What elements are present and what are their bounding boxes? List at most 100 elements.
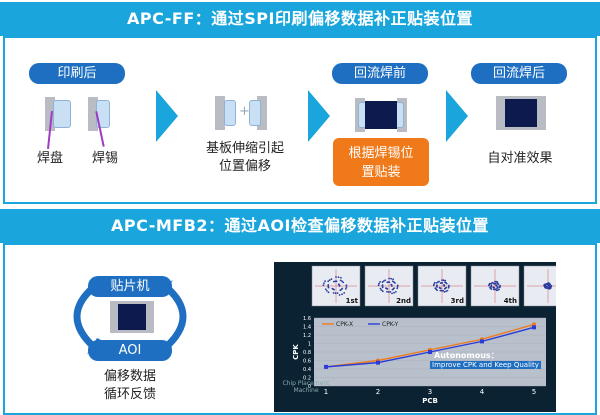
y-tick-label: 1 [308,342,311,348]
scatter-point [327,291,330,294]
scatter-point [393,287,395,289]
scatter-point [488,284,490,287]
y-tick-label: 1.6 [303,316,311,322]
autonomous-label: Autonomous： [434,351,499,360]
scatter-point [336,292,339,294]
flow-arrow-3 [446,90,468,142]
y-tick-label: 0.6 [303,359,311,365]
pill-before-reflow: 回流焊前 [332,63,428,84]
scatter-point [381,286,384,289]
scatter-point [345,286,348,288]
scatter-point [381,281,384,283]
scatter-point [446,289,449,292]
scatter-point [342,281,345,284]
scatter-point [498,288,500,291]
bottom-section-title: APC-MFB2：通过AOI检查偏移数据补正贴装位置 [0,209,600,243]
scatter-point [490,285,493,288]
scatter-point [442,284,445,286]
scatter-point [494,288,497,291]
scatter-point [396,287,399,290]
scatter-point [377,284,380,287]
series-point [376,360,380,365]
chip-before-reflow [355,98,407,132]
scatter-point [499,284,501,287]
scatter-point [393,291,395,294]
scatter-point [387,291,390,293]
scatter-panel-label: 3rd [451,297,464,305]
scatter-point [388,277,390,280]
y-tick-label: 0.4 [303,367,311,373]
scatter-point [443,291,446,293]
scatter-point [490,288,493,290]
scatter-point [432,284,435,287]
autonomous-sublabel: Improve CPK and Keep Quality [430,361,541,369]
loop-caption: 偏移数据 循环反馈 [103,369,156,402]
cpk-chart: 1st2nd3rd4th5th00.20.40.60.811.21.41.612… [292,265,556,405]
scatter-point [394,290,397,293]
scatter-point [384,279,387,282]
label-solder: 焊锡 [91,151,118,166]
series-point [428,350,432,354]
scatter-point [544,287,547,289]
scatter-point [391,292,393,295]
scatter-point [386,288,389,290]
legend-label: CPK-X [336,321,353,328]
x-axis-label: PCB [422,397,438,405]
scatter-point [436,286,438,288]
scatter-point [378,282,380,285]
scatter-point [496,282,499,285]
scatter-point [327,280,330,283]
scatter-point [333,288,335,291]
scatter-point [345,287,347,290]
scatter-point [332,292,335,294]
pill-after-printing: 印刷后 [29,63,125,84]
flow-arrow-2 [308,90,330,142]
scatter-point [444,281,446,284]
scatter-point [493,283,495,285]
scatter-point [340,276,342,279]
scatter-point [435,282,438,284]
cpk-chart-panel: 1st2nd3rd4th5th00.20.40.60.811.21.41.612… [274,262,556,412]
scatter-point [390,277,392,280]
scatter-point [322,284,325,286]
scatter-point [396,286,399,288]
scatter-point [341,280,343,283]
scatter-point [327,284,330,286]
scatter-panel-label: 1st [346,297,359,305]
y-tick-label: 0.8 [303,350,311,356]
place-by-solder-box: 根据焊锡位 置贴装 [333,138,429,186]
scatter-point [546,286,549,288]
y-tick-label: 1.2 [303,333,311,339]
chip-after-reflow [496,96,546,130]
pill-after-reflow: 回流焊后 [471,63,567,84]
y-axis-label: CPK [292,344,300,360]
scatter-point [324,288,327,291]
scatter-point [379,287,382,290]
scatter-point [386,290,388,293]
scatter-point [379,281,381,283]
scatter-point [439,289,442,292]
x-tick-label: 3 [428,388,432,396]
shifted-pads-illustration: + [215,96,271,130]
scatter-point [324,280,326,282]
scatter-point [494,280,496,283]
scatter-point [341,293,343,296]
scatter-point [390,283,393,286]
scatter-point [330,278,333,281]
scatter-point [333,280,335,283]
loop-aoi-pill: AOI [88,340,172,361]
scatter-point [436,289,438,292]
scatter-point [448,284,450,287]
scatter-point [327,286,330,289]
scatter-point [439,287,442,290]
y-tick-label: 1.4 [303,325,311,331]
scatter-point [335,280,338,283]
scatter-point [339,279,342,282]
legend-label: CPK-Y [382,321,399,328]
scatter-point [337,276,340,279]
scatter-point [544,283,547,286]
scatter-point [337,283,340,286]
loop-mounter-pill: 贴片机 [88,276,172,297]
label-self-alignment: 自对准效果 [487,151,553,166]
scatter-point [442,279,445,282]
